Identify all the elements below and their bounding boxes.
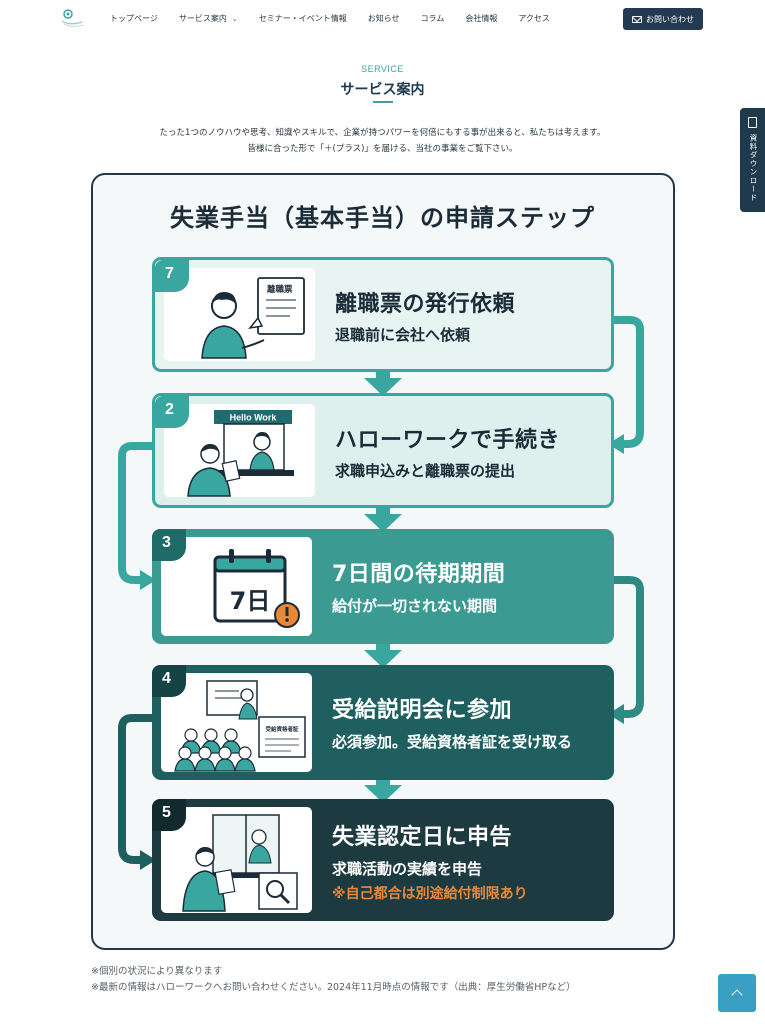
step-illustration: 7日 (161, 537, 312, 636)
step-subtitle: 必須参加。受給資格者証を受け取る (332, 733, 573, 751)
step-title: 失業認定日に申告 (332, 825, 513, 850)
calendar-icon: 7日 (213, 549, 287, 623)
warning-icon (274, 602, 300, 628)
infographic-title: 失業手当（基本手当）の申請ステップ (170, 204, 595, 232)
step-title: 離職票の発行依頼 (335, 292, 516, 317)
main-nav: トップページ サービス案内⌄ セミナー・イベント情報 お知らせ コラム 会社情報… (110, 13, 571, 24)
step-illustration: 離職票 (164, 268, 315, 361)
step-title: 7日間の待期期間 (332, 562, 506, 587)
step-title: ハローワークで手続き (335, 428, 561, 453)
section-eyebrow: SERVICE (361, 64, 404, 74)
intro-line: 皆様に合った形で「＋(プラス)」を届ける、当社の事業をご覧下さい。 (247, 144, 518, 154)
step-illustration: 受給資格者証 (161, 673, 312, 772)
chevron-down-icon: ⌄ (231, 14, 238, 23)
certificate-icon (258, 716, 306, 758)
contact-label: お問い合わせ (646, 14, 694, 24)
step-subtitle: 求職申込みと離職票の提出 (335, 462, 516, 480)
title-underline (373, 101, 393, 103)
svg-text:7日: 7日 (230, 587, 271, 615)
contact-button[interactable]: お問い合わせ (623, 8, 703, 30)
svg-text:Hello Work: Hello Work (230, 413, 278, 423)
nav-top[interactable]: トップページ (110, 14, 158, 23)
step-illustration: Hello Work (164, 404, 315, 497)
search-document-icon (258, 872, 298, 910)
step-number: 3 (152, 529, 186, 561)
section-intro: たった1つのノウハウや思考、知識やスキルで、企業が持つパワーを何倍にもする事が出… (0, 125, 765, 157)
section-title: サービス案内 (340, 82, 425, 98)
presenter-icon (240, 688, 254, 702)
mail-icon (632, 15, 642, 23)
document-icon (748, 117, 757, 128)
nav-column[interactable]: コラム (420, 14, 445, 23)
footnote: ※個別の状況により異なります (91, 966, 223, 977)
nav-company[interactable]: 会社情報 (465, 14, 498, 23)
step-subtitle: 求職活動の実績を申告 (332, 860, 483, 878)
svg-text:離職票: 離職票 (267, 284, 293, 295)
step-title: 受給説明会に参加 (332, 698, 513, 723)
step-number: 4 (152, 665, 186, 697)
step-illustration (161, 807, 312, 913)
step-card-4: 受給資格者証 4 受給説明会に参加 必須参加。受給資格者証を受け取る (152, 665, 614, 780)
step-number: 2 (155, 396, 189, 428)
step-subtitle: 退職前に会社へ依頼 (335, 326, 471, 344)
nav-seminar[interactable]: セミナー・イベント情報 (258, 14, 347, 23)
footnote: ※最新の情報はハローワークへお問い合わせください。2024年11月時点の情報です… (91, 982, 576, 993)
step-number: 5 (152, 799, 186, 831)
svg-text:受給資格者証: 受給資格者証 (265, 725, 299, 733)
step-card-3: 7日 3 7日間の待期期間 給付が一切されない期間 (152, 529, 614, 644)
step-card-2: Hello Work 2 ハローワークで手続き 求職申込みと離職票の提出 (152, 393, 614, 508)
back-to-top-button[interactable] (718, 974, 756, 1012)
staff-icon (251, 829, 267, 845)
step-card-5: 5 失業認定日に申告 求職活動の実績を申告 ※自己都合は別途給付制限あり (152, 799, 614, 921)
step-warning: ※自己都合は別途給付制限あり (332, 886, 528, 902)
nav-access[interactable]: アクセス (518, 14, 550, 23)
nav-news[interactable]: お知らせ (367, 14, 400, 23)
download-side-tab[interactable]: 資料ダウンロード (740, 108, 765, 212)
site-header: トップページ サービス案内⌄ セミナー・イベント情報 お知らせ コラム 会社情報… (0, 0, 765, 40)
nav-service[interactable]: サービス案内⌄ (178, 14, 238, 23)
logo-icon[interactable] (58, 6, 88, 30)
intro-line: たった1つのノウハウや思考、知識やスキルで、企業が持つパワーを何倍にもする事が出… (159, 128, 606, 138)
step-subtitle: 給付が一切されない期間 (332, 597, 498, 615)
side-tab-label: 資料ダウンロード (749, 134, 758, 202)
step-number: 7 (155, 260, 189, 292)
step-card-1: 離職票 7 離職票の発行依頼 退職前に会社へ依頼 (152, 257, 614, 372)
